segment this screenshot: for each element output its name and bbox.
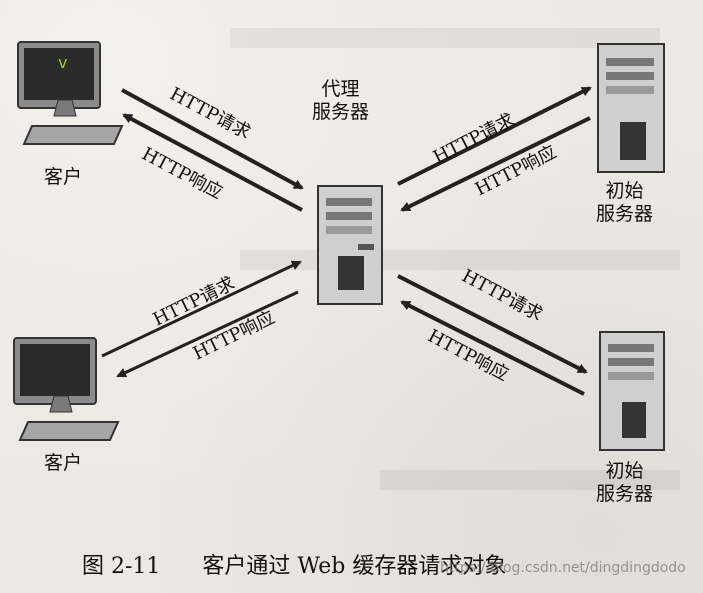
arrow-bottom-right-request <box>397 274 588 374</box>
client-bottom-label: 客户 <box>44 452 83 474</box>
arrow-top-left-request <box>121 88 304 190</box>
client-computer-bottom-icon <box>13 337 120 441</box>
bleed-through <box>230 28 660 48</box>
figure-caption: 图 2-11 客户通过 Web 缓存器请求对象 <box>82 548 506 580</box>
svg-text:v: v <box>58 53 67 72</box>
client-computer-top-icon: v <box>17 41 124 145</box>
origin-server-top-icon <box>597 43 665 173</box>
arrow-bottom-left-request <box>101 260 302 358</box>
arrow-bottom-left-response <box>116 290 299 378</box>
watermark-text: https://blog.csdn.net/dingdingdodo <box>440 560 686 576</box>
arrow-top-left-response <box>122 113 303 212</box>
origin-server-top-label: 初始 服务器 <box>596 180 654 225</box>
arrow-top-right-request <box>397 86 592 186</box>
figure-number: 图 2-11 <box>82 554 161 579</box>
proxy-server-label: 代理 服务器 <box>312 78 370 123</box>
arrow-top-right-response <box>400 116 591 212</box>
proxy-server-icon <box>317 185 383 305</box>
origin-server-bottom-icon <box>599 331 665 451</box>
origin-server-bottom-label: 初始 服务器 <box>596 460 654 505</box>
arrow-bottom-right-response <box>400 300 585 396</box>
client-top-label: 客户 <box>44 166 83 188</box>
bleed-through <box>380 470 680 490</box>
figure-title: 客户通过 Web 缓存器请求对象 <box>202 554 507 579</box>
